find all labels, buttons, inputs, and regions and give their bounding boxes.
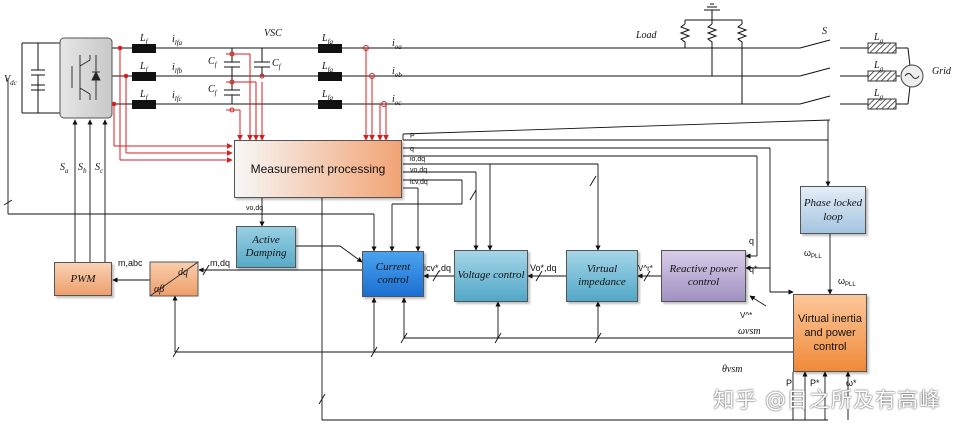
icvstar-label: icv*,dq [424, 263, 451, 273]
alphabeta-label: αβ [154, 284, 164, 295]
vdc-label: Vdc [4, 74, 18, 87]
vsc-label: VSC [264, 28, 282, 39]
inductor-lf-a [132, 44, 156, 53]
vipc-block: Virtual inertia and power control [793, 294, 867, 372]
vipc-label: Virtual inertia and power control [798, 312, 862, 354]
lfg-label-a: Lfg [321, 33, 334, 46]
virtual-impedance-label: Virtual impedance [578, 262, 626, 288]
load-resistor-a [679, 23, 691, 48]
q-signal-label: q [410, 146, 414, 153]
cf-label-3: Cf [208, 84, 218, 97]
load-label: Load [635, 30, 658, 41]
measurement-wires [111, 45, 389, 163]
vodq-label: vo,dq [410, 167, 427, 174]
pstar-label: P* [810, 378, 820, 388]
inductor-lg-b [867, 70, 897, 82]
lfg-label-c: Lfg [321, 89, 334, 102]
vodq-damping-label: vo,dq [246, 205, 263, 212]
virtual-impedance-block: Virtual impedance [566, 250, 638, 302]
current-control-label: Current control [375, 260, 411, 286]
mabc-label: m,abc [118, 258, 143, 268]
grid-label: Grid [932, 66, 952, 77]
sb-label: Sb [78, 162, 87, 175]
cf-label-2: Cf [272, 58, 282, 71]
lg-label-a: Lg [873, 32, 884, 45]
inductor-lfg-b [318, 72, 342, 81]
pwm-block: PWM [54, 262, 112, 296]
circuit-labels: Vdc VSC Load Grid S Lf Lf Lf ilfa ilfb i… [4, 26, 952, 388]
sa-label: Sa [60, 162, 69, 175]
p-signal-label: P [410, 133, 415, 140]
ilfa-label: ilfa [172, 34, 183, 47]
inductor-lg-c [867, 98, 897, 110]
reactive-power-control-label: Reactive power control [669, 262, 738, 288]
inductor-lf-b [132, 72, 156, 81]
control-wires [3, 78, 851, 421]
dq-alphabeta-block: dq αβ [149, 261, 199, 297]
inductor-lfg-a [318, 44, 342, 53]
lf-label-b: Lf [139, 61, 149, 74]
dq-label: dq [178, 267, 188, 278]
mdq-label: m,dq [210, 258, 230, 268]
igbt-icon [71, 55, 101, 100]
active-damping-label: Active Damping [245, 233, 287, 259]
reactive-power-control-block: Reactive power control [661, 250, 746, 302]
switch-label: S [822, 26, 827, 37]
icvdq-label: icv,dq [410, 179, 428, 186]
iodq-label: io,dq [410, 156, 425, 163]
measurement-processing-block: Measurement processing [234, 140, 402, 198]
voltage-control-block: Voltage control [454, 250, 528, 302]
inverter-bridge [59, 37, 113, 119]
lg-label-b: Lg [873, 60, 884, 73]
theta-vsm-label: θvsm [722, 364, 742, 375]
ilfb-label: ilfb [172, 62, 183, 75]
pwm-label: PWM [70, 273, 96, 285]
vostar-label: Vo*,dq [530, 263, 557, 273]
power-stage [21, 3, 911, 114]
sine-icon [904, 73, 920, 79]
load-resistor-b [706, 23, 718, 76]
voltage-control-label: Voltage control [457, 269, 525, 282]
sc-label: Sc [95, 162, 104, 175]
lf-label-c: Lf [139, 89, 149, 102]
vstar-label: V^* [740, 311, 752, 320]
ioc-label: ioc [392, 94, 402, 107]
ilfc-label: ilfc [172, 90, 183, 103]
omega-vsm-label: ωvsm [738, 326, 761, 337]
inductor-lg-a [867, 42, 897, 54]
iob-label: iob [392, 66, 402, 79]
cf-label-1: Cf [208, 56, 218, 69]
ioa-label: ioa [392, 38, 402, 51]
omega-pll-label-1: ωPLL [804, 248, 822, 260]
watermark: 知乎 @目之所及有高峰 [713, 388, 941, 412]
inductor-lf-c [132, 100, 156, 109]
q-input-label: q [749, 236, 754, 246]
current-control-block: Current control [362, 251, 424, 297]
omega-pll-label-2: ωPLL [838, 276, 856, 288]
p-bottom-label: P [786, 378, 792, 388]
active-damping-block: Active Damping [236, 226, 296, 268]
pll-label: Phase locked loop [803, 196, 863, 223]
load-resistor-c [736, 23, 748, 104]
inductor-lfg-c [318, 100, 342, 109]
vrstar-label: V^r* [638, 264, 653, 273]
measurement-processing-label: Measurement processing [250, 162, 386, 176]
inductors [132, 42, 897, 110]
qstar-label: q* [749, 264, 758, 274]
lg-label-c: Lg [873, 88, 884, 101]
omega-star-label: ω* [846, 378, 857, 388]
pll-block: Phase locked loop [800, 186, 866, 234]
lfg-label-b: Lfg [321, 61, 334, 74]
lf-label-a: Lf [139, 33, 149, 46]
